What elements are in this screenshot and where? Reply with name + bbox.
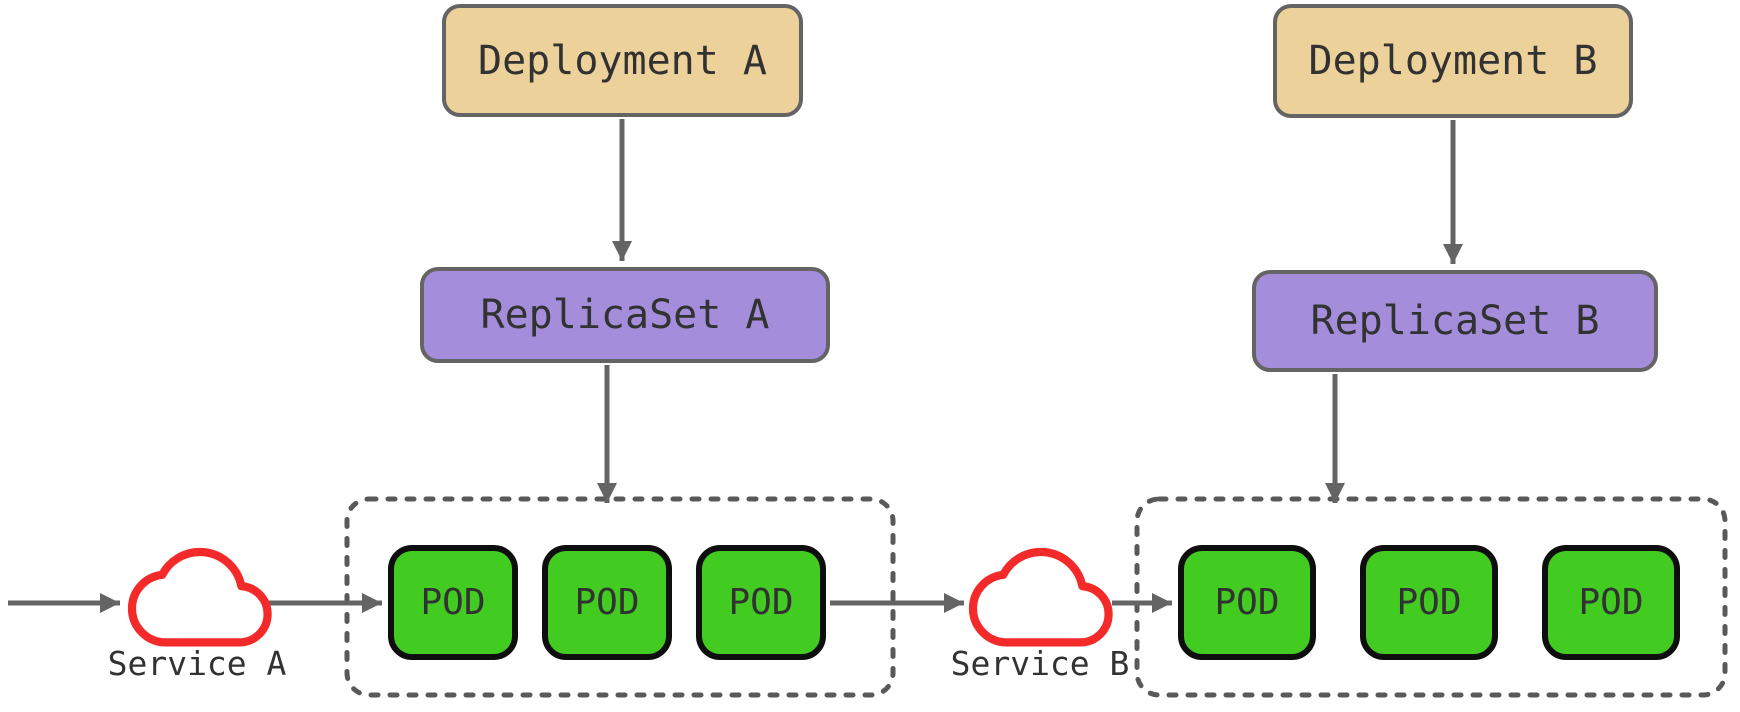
service-a-cloud-icon — [127, 547, 272, 647]
pod-b1-label: POD — [1214, 582, 1280, 623]
pod-a3-label: POD — [728, 582, 794, 623]
pod-a1-node: POD — [388, 545, 518, 660]
pod-a2-label: POD — [574, 582, 640, 623]
pod-a3-node: POD — [696, 545, 826, 660]
pod-b3-label: POD — [1578, 582, 1644, 623]
pod-b2-node: POD — [1360, 545, 1498, 660]
deployment-b-label: Deployment B — [1308, 38, 1598, 84]
replicaset-b-node: ReplicaSet B — [1252, 270, 1658, 372]
service-b-label: Service B — [950, 644, 1130, 683]
pod-b3-node: POD — [1542, 545, 1680, 660]
deployment-b-node: Deployment B — [1273, 4, 1633, 118]
deployment-a-node: Deployment A — [442, 4, 803, 117]
pod-a1-label: POD — [420, 582, 486, 623]
replicaset-b-label: ReplicaSet B — [1310, 298, 1600, 344]
service-b-cloud-icon — [968, 547, 1113, 647]
replicaset-a-label: ReplicaSet A — [480, 292, 770, 338]
pod-b1-node: POD — [1178, 545, 1316, 660]
service-a-label: Service A — [107, 644, 287, 683]
pod-b2-label: POD — [1396, 582, 1462, 623]
deployment-a-label: Deployment A — [478, 37, 767, 84]
replicaset-a-node: ReplicaSet A — [420, 267, 830, 363]
pod-a2-node: POD — [542, 545, 672, 660]
